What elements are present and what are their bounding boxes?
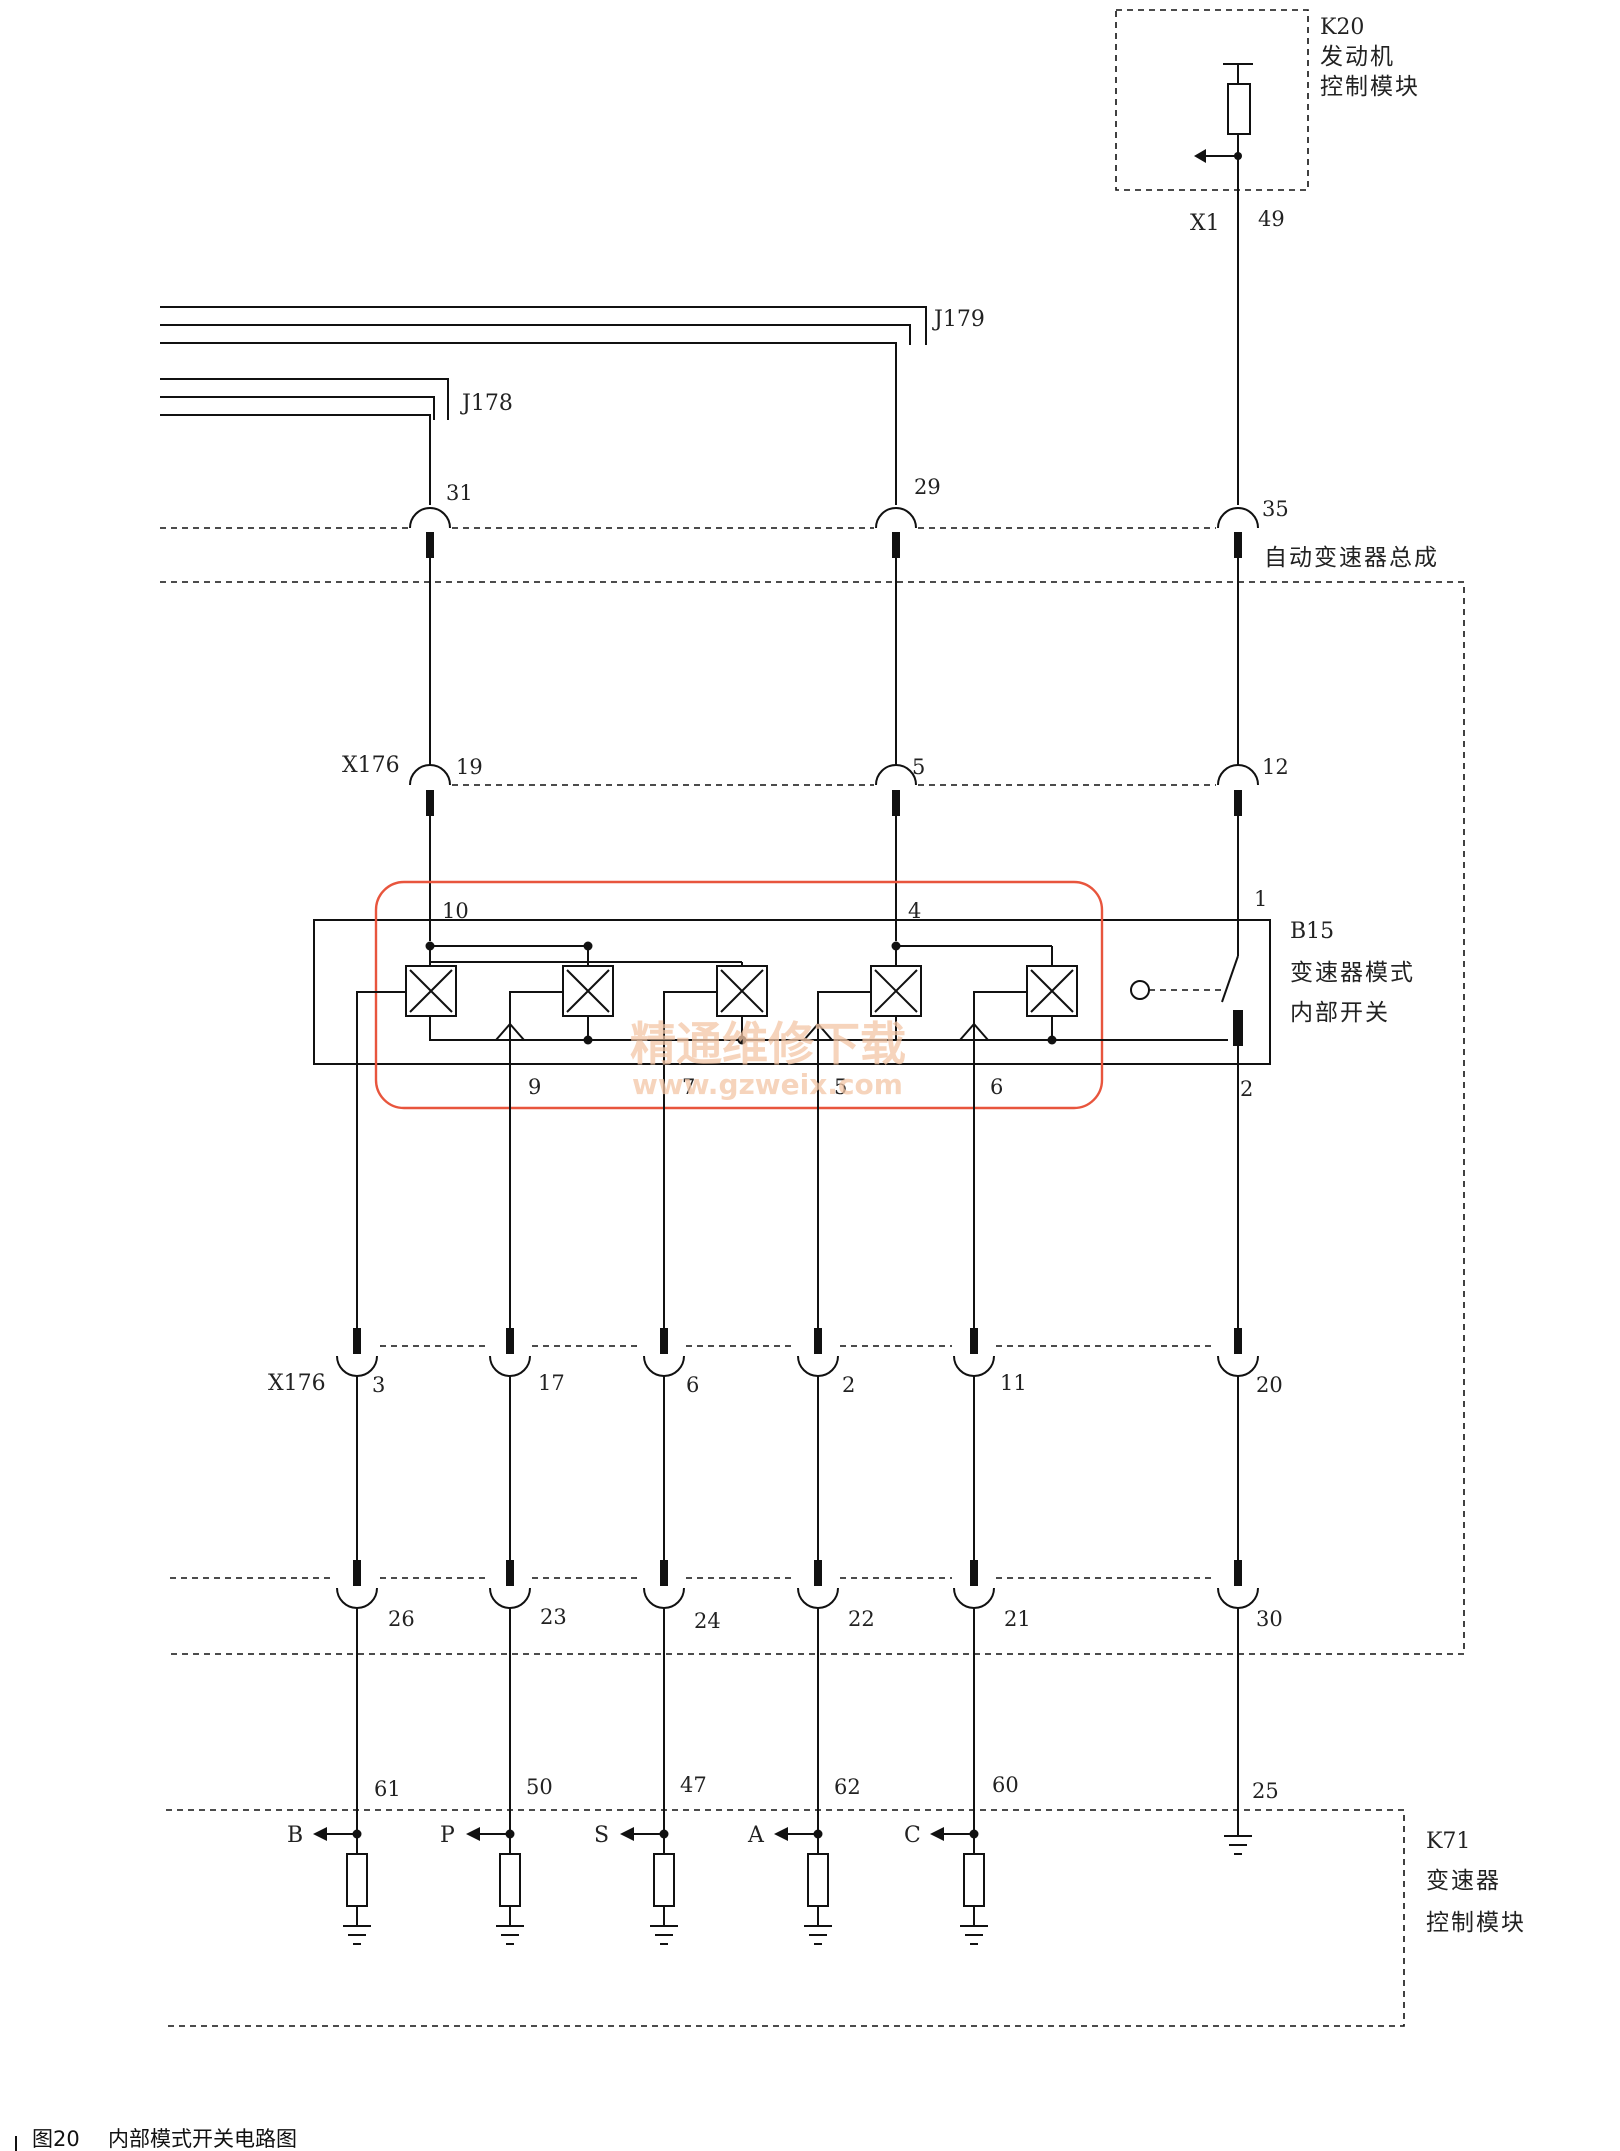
k71-name-line2: 控制模块 <box>1426 1910 1526 1936</box>
switch-element-5 <box>1026 965 1078 1017</box>
pull-down-resistor <box>807 1853 829 1907</box>
x1-pin: 49 <box>1258 207 1285 231</box>
k71-pin-62: 62 <box>834 1775 861 1799</box>
k71-pin-50: 50 <box>526 1775 553 1799</box>
x176-upper-pin-19: 19 <box>456 755 483 779</box>
x176-lower-pin-6: 6 <box>686 1373 699 1397</box>
k20-name-line2: 控制模块 <box>1320 74 1420 100</box>
x176-lower-id: X176 <box>268 1371 326 1396</box>
signal-arrow-icon <box>620 1827 634 1841</box>
pull-down-resistor <box>499 1853 521 1907</box>
b15-id: B15 <box>1290 919 1334 944</box>
k71-pin-60: 60 <box>992 1773 1019 1797</box>
inline-connector <box>170 1560 1259 1609</box>
x176-lower-pin-17: 17 <box>538 1371 565 1395</box>
x176-lower-pin-2: 2 <box>842 1373 855 1397</box>
switch-element-3 <box>716 965 768 1017</box>
switch-actuator-icon <box>1130 980 1150 1000</box>
j178-label: J178 <box>460 391 513 416</box>
x176-lower-pin-20: 20 <box>1256 1373 1283 1397</box>
x176-upper-connector <box>409 764 1259 816</box>
x1-connector-id: X1 <box>1190 211 1220 236</box>
switch-element-2 <box>562 965 614 1017</box>
j178-harness <box>160 378 449 505</box>
transmission-assembly-label: 自动变速器总成 <box>1264 545 1439 571</box>
pull-down-resistor <box>346 1853 368 1907</box>
inline-pin-22: 22 <box>848 1607 875 1631</box>
k20-resistor <box>1227 83 1251 135</box>
watermark-line1: 精通维修下载 <box>630 1017 906 1071</box>
pull-down-resistor <box>653 1853 675 1907</box>
inline-pin-23: 23 <box>540 1605 567 1629</box>
b15-switch-module <box>313 880 1271 1336</box>
inline-pin-30: 30 <box>1256 1607 1283 1631</box>
k71-name-line1: 变速器 <box>1426 1868 1501 1894</box>
x176-upper-id: X176 <box>342 753 400 778</box>
j179-label: J179 <box>932 307 985 332</box>
k71-module <box>166 1809 1405 2027</box>
switch-element-4 <box>870 965 922 1017</box>
b15-pin-7: 7 <box>682 1075 695 1099</box>
transmission-assembly-boundary <box>160 581 1465 1655</box>
bulkhead-pin-29: 29 <box>914 475 941 499</box>
b15-name-line1: 变速器模式 <box>1290 960 1415 986</box>
k20-name-line1: 发动机 <box>1320 44 1395 70</box>
k71-pin-47: 47 <box>680 1773 707 1797</box>
inline-pin-24: 24 <box>694 1609 721 1633</box>
inline-pin-26: 26 <box>388 1607 415 1631</box>
k71-signal-label: A <box>747 1823 765 1848</box>
k71-id: K71 <box>1426 1829 1470 1854</box>
x176-upper-pin-5: 5 <box>912 755 925 779</box>
k71-signal-label: P <box>440 1823 455 1848</box>
b15-pin-6: 6 <box>990 1075 1003 1099</box>
inline-pin-21: 21 <box>1004 1607 1031 1631</box>
signal-arrow-icon <box>930 1827 944 1841</box>
b15-pin-10: 10 <box>442 899 469 923</box>
k71-signal-label: B <box>287 1823 303 1848</box>
figure-title: 内部模式开关电路图 <box>108 2127 297 2151</box>
x176-lower-pin-3: 3 <box>372 1373 385 1397</box>
x176-lower-connector <box>336 1328 1259 1377</box>
x176-upper-pin-12: 12 <box>1262 755 1289 779</box>
k20-module: K20 发动机 控制模块 <box>1115 9 1420 244</box>
signal-arrow-icon <box>774 1827 788 1841</box>
j179-harness <box>160 306 927 505</box>
x176-lower-pin-11: 11 <box>1000 1371 1027 1395</box>
b15-pin-9: 9 <box>528 1075 541 1099</box>
k71-pin-25: 25 <box>1252 1779 1279 1803</box>
mode-switch-contact <box>1221 955 1239 1003</box>
k71-signal-label: C <box>904 1823 921 1848</box>
switch-element-1 <box>405 965 457 1017</box>
bulkhead-pin-31: 31 <box>446 481 473 505</box>
figure-number: 图20 <box>32 2127 80 2151</box>
signal-arrow-icon <box>313 1827 327 1841</box>
b15-pin-4: 4 <box>908 899 921 923</box>
b15-pin-5: 5 <box>834 1075 847 1099</box>
k20-id: K20 <box>1320 15 1364 40</box>
highlight-box <box>374 880 1104 1110</box>
k71-signal-label: S <box>594 1823 609 1848</box>
b15-pin-1: 1 <box>1254 887 1267 911</box>
k71-pin-61: 61 <box>374 1777 401 1801</box>
bulkhead-connector <box>160 507 1259 558</box>
b15-pin-2: 2 <box>1240 1077 1253 1101</box>
watermark-line2: www.gzweix.com <box>632 1068 903 1101</box>
bulkhead-pin-35: 35 <box>1262 497 1289 521</box>
k20-arrow-icon <box>1194 149 1206 163</box>
signal-arrow-icon <box>466 1827 480 1841</box>
pull-down-resistor <box>963 1853 985 1907</box>
b15-name-line2: 内部开关 <box>1290 1000 1390 1026</box>
